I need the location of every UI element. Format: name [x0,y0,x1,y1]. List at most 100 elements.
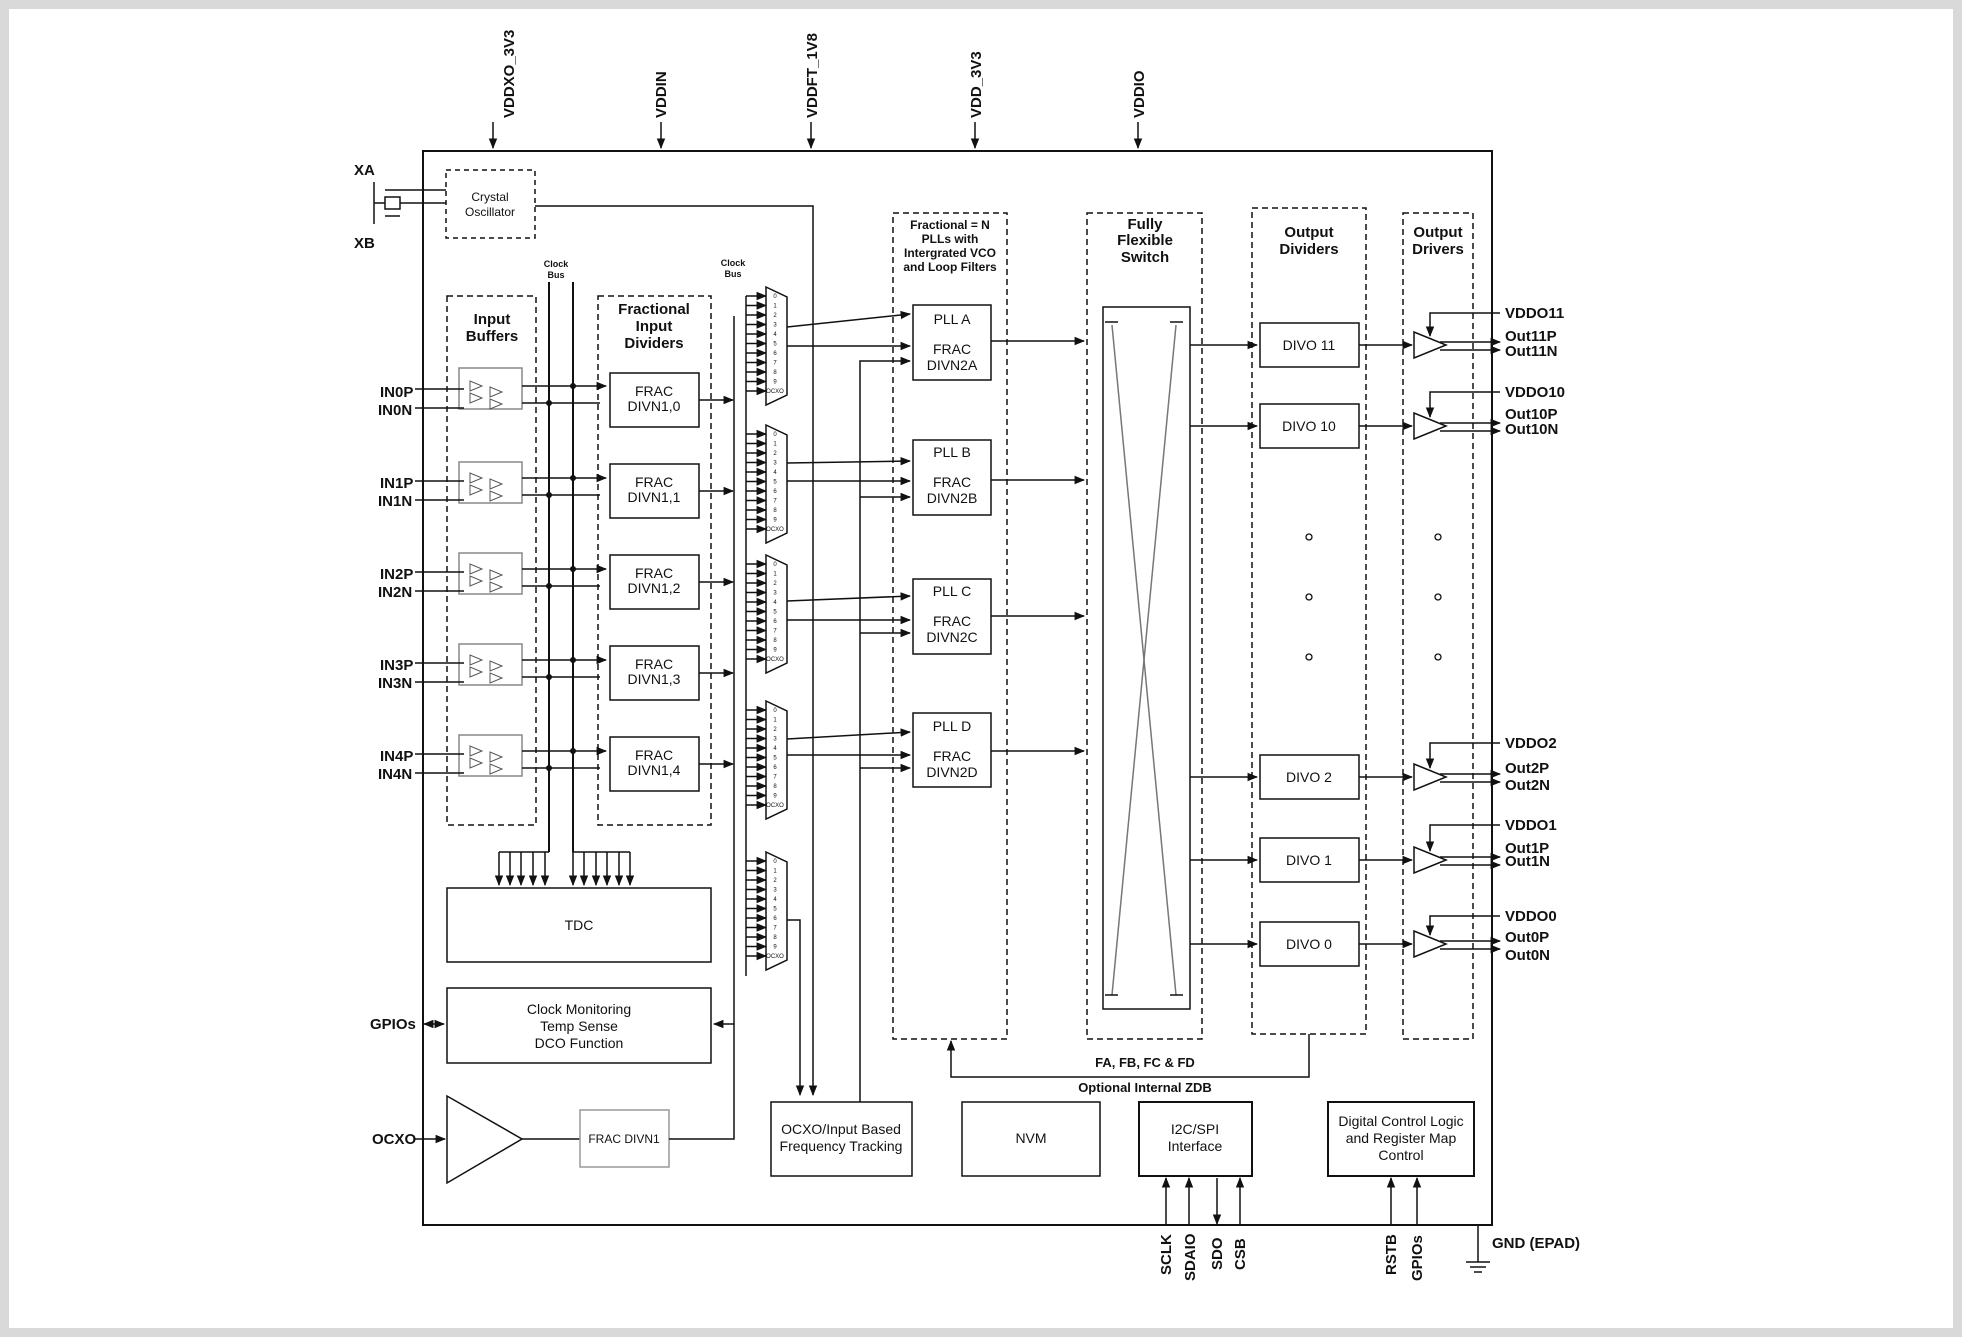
mux-to-pll [786,456,912,466]
mux-to-pll [786,310,912,328]
input-channel-1: IN1P IN1N FRAC DIVN1,1 [378,461,700,519]
mux-input-label: 6 [773,619,777,625]
supply-label-vddio: VDDIO [1131,70,1148,118]
outp-label: Out0P [1505,929,1549,946]
output-driver-triangle [1413,845,1448,875]
mux-to-pll [786,728,912,740]
pll-a-box [912,304,992,381]
output-row-1: DIVO 1 VDDO1 Out1P Out1N [1259,817,1557,883]
pin-in4n: IN4N [378,766,412,783]
clock-bus-lines [548,282,574,852]
ellipsis-dots [1305,533,1442,661]
mux-input-label: 8 [773,370,777,376]
pin-in3p: IN3P [380,657,413,674]
outn-label: Out10N [1505,421,1558,438]
ocxo-frac-label: FRAC DIVN1 [588,1132,660,1146]
mux-input-label: 3 [773,591,777,597]
switch-title-1: Fully [1127,216,1163,233]
ocxo-feed-line [669,316,735,1140]
mux-input-label: 4 [773,897,777,903]
pll-section-title-4: and Loop Filters [903,260,997,274]
frac-divider-label-1: FRAC [635,474,673,490]
buffer-triangle [489,490,504,502]
bottom-pin-arrows [1161,1176,1422,1226]
output-row-11: DIVO 11 VDDO11 Out11P Out11N [1259,305,1564,368]
mux-input-label: 5 [773,907,777,913]
outp-label: Out1P [1505,840,1549,857]
mux-input-label: 5 [773,480,777,486]
mux-input-label: 9 [773,945,777,951]
switch-title-2: Flexible [1117,232,1173,249]
input-dividers-title-1: Fractional [618,301,690,318]
mux-input-label: 7 [773,361,777,367]
tdc-box [446,887,712,963]
pll-d-div1: FRAC [933,748,971,764]
supply-label-vddin: VDDIN [653,71,670,118]
vddo-feed [1425,312,1500,338]
output-driver-triangle [1413,411,1448,441]
buffer-triangle [469,392,484,404]
switch-title-3: Switch [1121,249,1169,266]
clock-monitoring-box [446,987,712,1064]
mux-input-label: 4 [773,600,777,606]
ground-symbol [1466,1226,1490,1273]
mux-input-label: 5 [773,756,777,762]
input-buffers-section [446,295,537,826]
crystal-oscillator-box [445,169,536,239]
input-buffers-title-1: Input [474,311,511,328]
vddo-label: VDDO1 [1505,817,1557,834]
output-wiring [1190,312,1502,959]
vddo-feed [1425,742,1500,770]
frac-divider-box [609,554,700,610]
mux-input-label: 3 [773,323,777,329]
divo-label: DIVO 0 [1286,936,1332,952]
outp-label: Out10P [1505,406,1558,423]
mux-input-label: 8 [773,935,777,941]
frac-divider-label-1: FRAC [635,656,673,672]
outn-label: Out2N [1505,777,1550,794]
buffer-triangle [489,660,504,672]
output-driver-triangle [1413,330,1448,360]
clock-bus-label-2a: Clock [721,258,747,268]
buffer-triangle [489,751,504,763]
crystal-symbol [373,182,446,224]
mux-input-label: 4 [773,332,777,338]
pin-sclk: SCLK [1158,1234,1175,1275]
mux-input-label: 5 [773,610,777,616]
pll-b-name: PLL B [933,444,971,460]
frac-divider-box [609,463,700,519]
buffer-triangle [469,472,484,484]
junction-dot [546,674,552,680]
monitor-label-1: Clock Monitoring [527,1001,631,1017]
junction-dot [570,475,576,481]
pll-a-name: PLL A [934,311,972,327]
switch-cross [1105,321,1183,996]
pll-d-box [912,712,992,788]
buffer-triangle [489,569,504,581]
mux-input-label: 7 [773,775,777,781]
vddo-feed [1425,391,1500,419]
mux-input-label: 0 [773,708,777,714]
input-dividers-title-3: Dividers [624,335,683,352]
buffer-triangle [489,581,504,593]
crystal-output-line [535,205,818,1097]
divo-label: DIVO 2 [1286,769,1332,785]
frac-divider-box [609,645,700,701]
frac-divider-label-1: FRAC [635,383,673,399]
output-row-10: DIVO 10 VDDO10 Out10P Out10N [1259,384,1565,449]
buffer-triangle [469,563,484,575]
mux-input-label: 6 [773,489,777,495]
buffer-triangle [469,380,484,392]
switch-matrix [1102,306,1191,1010]
mux5-to-tracking [787,919,805,1097]
divo-label: DIVO 1 [1286,852,1332,868]
mux-input-label: 7 [773,926,777,932]
digital-label-3: Control [1378,1147,1423,1163]
buffer-triangle [469,575,484,587]
outp-label: Out11P [1505,328,1557,345]
output-drivers-title-2: Drivers [1412,241,1464,258]
zdb-feedback-line [946,1034,1310,1078]
mux-input-label: 9 [773,794,777,800]
nvm-box [961,1101,1101,1177]
